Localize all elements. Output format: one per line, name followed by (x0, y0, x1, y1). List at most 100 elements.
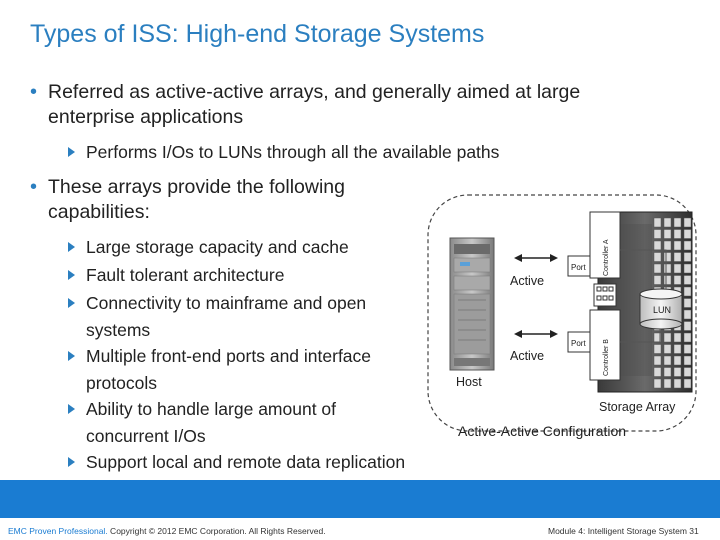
disk-drive-icon (673, 229, 682, 239)
disk-drive-icon (663, 367, 672, 377)
active-label-1: Active (510, 274, 544, 288)
sub-bullet-2-3: Connectivity to mainframe and open syste… (68, 290, 408, 343)
disk-drive-icon (663, 240, 672, 251)
disk-drive-icon (673, 240, 682, 251)
bullet-2: • These arrays provide the following cap… (30, 175, 420, 225)
sub-bullet-text: Connectivity to mainframe and open syste… (86, 293, 367, 340)
disk-drive-icon (673, 321, 682, 331)
disk-drive-icon (673, 275, 682, 285)
sub-bullet-2-2: Fault tolerant architecture (68, 262, 408, 289)
disk-drive-icon (663, 217, 672, 228)
disk-drive-icon (673, 217, 682, 228)
disk-drive-icon (663, 344, 672, 354)
bullet-1-text: Referred as active-active arrays, and ge… (48, 81, 581, 128)
storage-array-label: Storage Array (599, 400, 676, 414)
disk-drive-icon (653, 252, 662, 262)
disk-drive-icon (663, 355, 672, 366)
disk-drive-icon (663, 252, 672, 262)
sub-bullet-1-1: Performs I/Os to LUNs through all the av… (68, 139, 668, 166)
port-a-label: Port (571, 263, 586, 272)
disk-drive-icon (683, 240, 692, 251)
disk-drive-icon (683, 263, 692, 274)
disk-drive-icon (673, 298, 682, 308)
sub-bullet-text: Support local and remote data replicatio… (86, 452, 406, 472)
disk-drive-icon (683, 321, 692, 331)
disk-drive-icon (683, 344, 692, 354)
disk-drive-icon (653, 367, 662, 377)
port-b-box (567, 331, 591, 353)
disk-drive-icon (653, 217, 662, 228)
sub-bullet-text: Fault tolerant architecture (86, 265, 285, 285)
disk-drive-icon (673, 367, 682, 377)
arrow-bullet-icon (68, 457, 75, 467)
disk-drive-icon (683, 275, 692, 285)
controller-interconnect (593, 283, 617, 307)
sub-bullet-text: Multiple front-end ports and interface p… (86, 346, 372, 393)
disk-drive-icon (653, 344, 662, 354)
disk-drive-icon (673, 252, 682, 262)
sub-bullet-2-5: Ability to handle large amount of concur… (68, 396, 408, 449)
footer-brand: EMC Proven Professional. (8, 526, 108, 536)
sub-bullet-text: Ability to handle large amount of concur… (86, 399, 337, 446)
controller-b-to-lun-line (620, 329, 661, 343)
disk-drive-icon (673, 344, 682, 354)
disk-drive-icon (653, 275, 662, 285)
active-path-arrow-1 (514, 254, 558, 262)
disk-drive-icon (673, 309, 682, 320)
disk-drive-icon (683, 229, 692, 239)
sub-bullet-text: Performs I/Os to LUNs through all the av… (86, 142, 500, 162)
footer-band (0, 480, 720, 518)
sub-bullet-text: Large storage capacity and cache (86, 237, 349, 257)
disk-drive-icon (663, 275, 672, 285)
diagram-caption: Active-Active Configuration (458, 423, 626, 439)
lun-cylinder-icon (639, 288, 683, 330)
disk-drive-icon (663, 332, 672, 343)
bullet-dot-icon: • (30, 81, 38, 103)
disk-drive-icon (663, 378, 672, 389)
disk-drive-icon (683, 217, 692, 228)
footer: EMC Proven Professional. Copyright © 201… (0, 518, 720, 540)
disk-drive-icon (663, 309, 672, 320)
sub-bullet-2-1: Large storage capacity and cache (68, 234, 408, 261)
active-path-arrow-2 (514, 330, 558, 338)
disk-drive-icon (673, 332, 682, 343)
disk-drive-icon (653, 378, 662, 389)
arrow-bullet-icon (68, 147, 75, 157)
disk-drive-icon (673, 263, 682, 274)
arrow-bullet-icon (68, 298, 75, 308)
port-b-label: Port (571, 339, 586, 348)
disk-drive-icon (683, 355, 692, 366)
controller-b-box (589, 309, 621, 381)
disk-drive-icon (663, 229, 672, 239)
disk-drive-icon (653, 229, 662, 239)
bullet-dot-icon: • (30, 176, 38, 198)
storage-array-icon (597, 211, 693, 393)
disk-drive-icon (653, 286, 662, 297)
host-label: Host (456, 375, 482, 389)
disk-drive-icon (653, 321, 662, 331)
disk-drive-icon (683, 367, 692, 377)
host-server-icon (449, 237, 495, 371)
footer-module-page: Module 4: Intelligent Storage System 31 (548, 526, 699, 536)
slide-title: Types of ISS: High-end Storage Systems (30, 20, 485, 48)
active-label-2: Active (510, 349, 544, 363)
disk-drive-icon (663, 286, 672, 297)
disk-drive-icon (663, 263, 672, 274)
disk-drive-icon (653, 298, 662, 308)
diagram-dashed-frame (427, 194, 697, 432)
disk-drive-icon (673, 286, 682, 297)
disk-drive-icon (663, 298, 672, 308)
sub-bullet-2-6: Support local and remote data replicatio… (68, 449, 448, 476)
arrow-bullet-icon (68, 404, 75, 414)
disk-drive-icon (683, 332, 692, 343)
arrow-bullet-icon (68, 242, 75, 252)
port-a-box (567, 255, 591, 277)
footer-copyright: EMC Proven Professional. Copyright © 201… (8, 526, 326, 536)
disk-drive-icon (653, 240, 662, 251)
disk-drive-icon (663, 321, 672, 331)
disk-drive-icon (683, 298, 692, 308)
sub-bullet-2-4: Multiple front-end ports and interface p… (68, 343, 413, 396)
disk-drive-icon (653, 263, 662, 274)
controller-b-label: Controller B (603, 339, 610, 376)
disk-drive-icon (683, 309, 692, 320)
